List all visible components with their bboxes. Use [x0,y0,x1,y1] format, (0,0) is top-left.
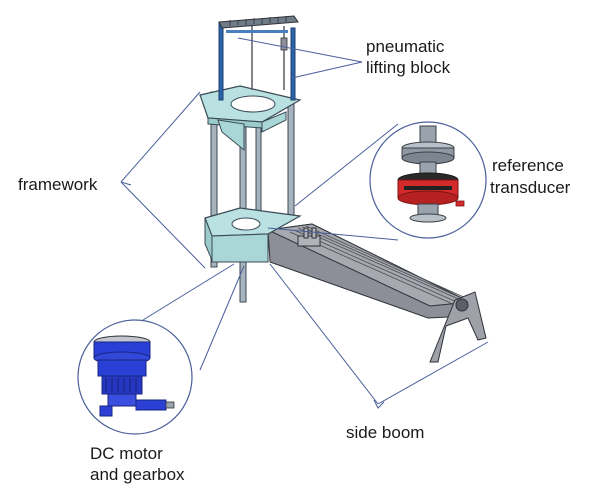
leader-lines [120,37,489,409]
reference-transducer-inset [369,121,487,239]
label-pneumatic-line-1: pneumatic [366,37,445,56]
label-reference-line-1: reference [492,156,564,175]
framework [199,85,302,303]
label-framework: framework [18,175,98,194]
side-boom [266,223,487,363]
label-dc-motor-line-2: and gearbox [90,465,185,484]
label-pneumatic-line-2: lifting block [366,58,451,77]
dc-motor-inset [77,319,193,435]
pneumatic-lifting-block [218,15,299,101]
label-dc-motor-line-1: DC motor [90,444,163,463]
label-reference-line-2: transducer [490,178,571,197]
label-side-boom: side boom [346,423,424,442]
